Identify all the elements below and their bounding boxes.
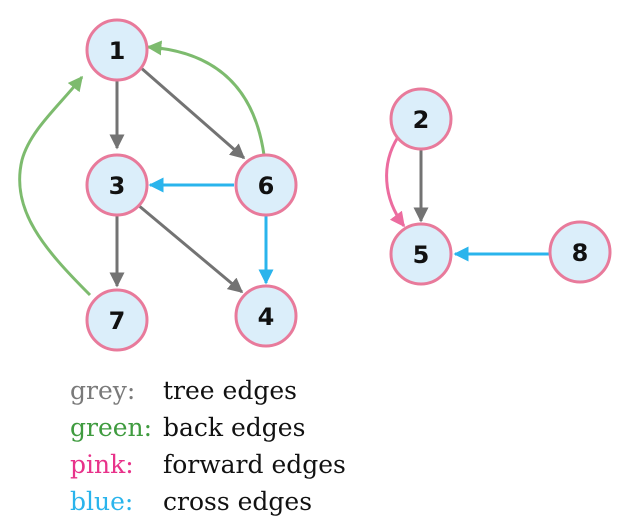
legend-key-green: green: bbox=[70, 413, 153, 442]
node-7-label: 7 bbox=[109, 307, 126, 335]
legend-key-pink: pink: bbox=[70, 450, 134, 479]
legend-desc-back: back edges bbox=[163, 413, 306, 442]
legend-row-cross: blue: cross edges bbox=[70, 483, 346, 520]
node-6-label: 6 bbox=[258, 172, 275, 200]
legend-desc-forward: forward edges bbox=[163, 450, 346, 479]
legend-row-forward: pink: forward edges bbox=[70, 446, 346, 483]
legend-desc-cross: cross edges bbox=[163, 487, 313, 516]
legend-key-blue: blue: bbox=[70, 487, 134, 516]
legend-row-tree: grey: tree edges bbox=[70, 372, 346, 409]
legend-desc-tree: tree edges bbox=[163, 376, 297, 405]
node-3-label: 3 bbox=[109, 172, 126, 200]
legend: grey: tree edges green: back edges pink:… bbox=[70, 372, 346, 520]
node-4-label: 4 bbox=[258, 303, 275, 331]
node-7: 7 bbox=[85, 288, 149, 352]
node-3: 3 bbox=[85, 153, 149, 217]
node-8-label: 8 bbox=[572, 239, 589, 267]
node-8: 8 bbox=[548, 220, 612, 284]
edge-tree-1-6 bbox=[139, 65, 246, 160]
edge-back-6-1 bbox=[146, 40, 266, 156]
node-2-label: 2 bbox=[413, 106, 430, 134]
edge-back-7-1 bbox=[18, 75, 92, 297]
node-5: 5 bbox=[389, 222, 453, 286]
node-4: 4 bbox=[234, 284, 298, 348]
legend-row-back: green: back edges bbox=[70, 409, 346, 446]
legend-key-grey: grey: bbox=[70, 376, 136, 405]
graph-diagram: 1 3 6 7 4 2 5 8 bbox=[18, 18, 612, 352]
node-1-label: 1 bbox=[109, 37, 126, 65]
node-2: 2 bbox=[389, 87, 453, 151]
edge-forward-2-5 bbox=[385, 136, 406, 228]
node-6: 6 bbox=[234, 153, 298, 217]
node-1: 1 bbox=[85, 18, 149, 82]
edge-tree-3-4 bbox=[137, 203, 244, 294]
node-5-label: 5 bbox=[413, 241, 430, 269]
